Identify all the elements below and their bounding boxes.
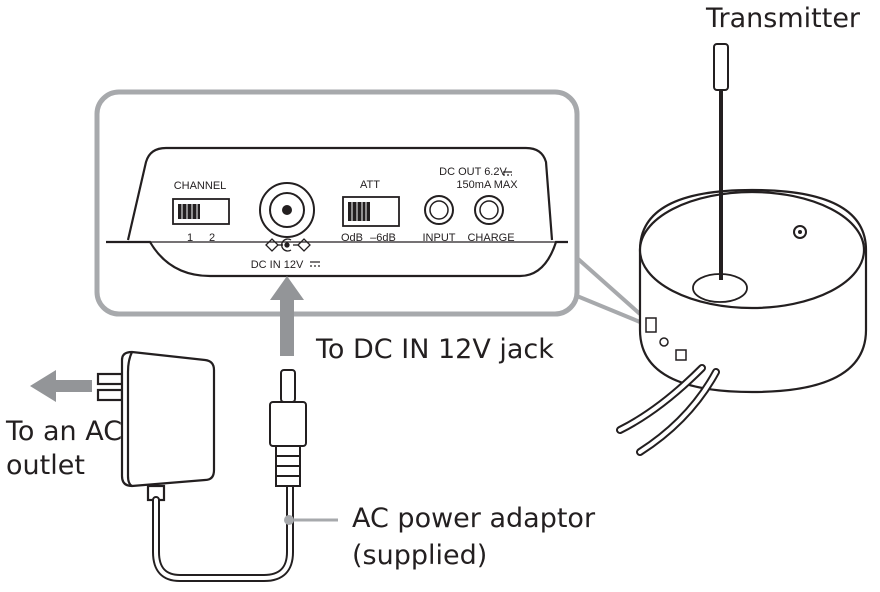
att-pos2: –6dB [370, 232, 396, 244]
polarity-icon [265, 238, 311, 252]
dc-plug [269, 369, 307, 487]
att-pos1: OdB [341, 232, 363, 244]
input-jack[interactable] [424, 195, 454, 225]
transmitter-label: Transmitter [706, 3, 861, 34]
callout-leader-upper [575, 256, 642, 316]
dc-in-jack[interactable] [259, 182, 315, 238]
dc-symbol-icon [503, 171, 512, 176]
callout-leader-lower [576, 294, 641, 324]
arrow-to-dc-jack [270, 276, 304, 356]
dc-jack-callout: To DC IN 12V jack [316, 334, 554, 365]
arrow-to-ac-outlet [30, 370, 92, 402]
transmitter [638, 188, 868, 394]
att-label: ATT [360, 179, 380, 191]
adaptor-cable-outline [152, 482, 294, 582]
channel-switch[interactable] [172, 198, 230, 225]
ac-adaptor [96, 350, 216, 502]
adaptor-callout-line2: (supplied) [352, 540, 488, 571]
charge-jack[interactable] [474, 195, 504, 225]
dc-in-label: DC IN 12V [251, 259, 304, 271]
antenna [713, 43, 729, 280]
panel-callout-box [94, 89, 580, 317]
input-label: INPUT [423, 232, 456, 244]
dc-out-line1: DC OUT 6.2V [439, 166, 507, 178]
channel-pos2: 2 [209, 232, 215, 244]
dc-out-line2: 150mA MAX [456, 179, 518, 191]
ac-outlet-callout-line2: outlet [6, 450, 85, 481]
adaptor-callout-line1: AC power adaptor [352, 503, 596, 534]
dc-symbol-icon [310, 261, 320, 267]
att-switch[interactable] [342, 196, 400, 227]
ac-outlet-callout-line1: To an AC [6, 416, 123, 447]
transmitter-cables [616, 364, 720, 456]
adaptor-leader-dot [284, 515, 294, 525]
rear-panel [106, 146, 568, 278]
channel-pos1: 1 [187, 232, 193, 244]
channel-label: CHANNEL [174, 180, 227, 192]
adaptor-cable [154, 484, 292, 580]
charge-label: CHARGE [467, 232, 514, 244]
